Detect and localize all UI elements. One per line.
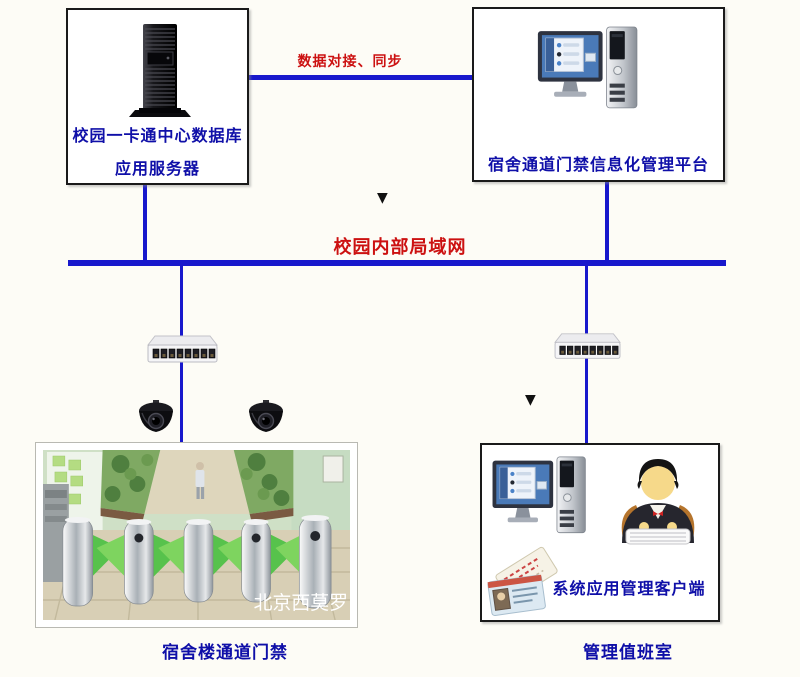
- server-box-label-line1: 校园一卡通中心数据库: [72, 126, 243, 145]
- network-switch-icon: [144, 333, 222, 367]
- server-box-label-line2: 应用服务器: [114, 159, 200, 178]
- desktop-computer-icon: [536, 25, 656, 121]
- photo-watermark: 北京西莫罗: [254, 592, 348, 614]
- platform-box: 宿舍通道门禁信息化管理平台: [472, 7, 725, 182]
- server-box: 校园一卡通中心数据库 应用服务器: [66, 8, 249, 185]
- dome-camera-icon: [136, 400, 176, 440]
- duty-room-caption: 管理值班室: [583, 643, 673, 663]
- down-arrow-icon: ▼: [525, 392, 536, 408]
- client-box: 系统应用管理客户端: [480, 443, 720, 622]
- server-to-lan-line: [143, 184, 147, 262]
- desktop-computer-icon: [492, 455, 602, 545]
- id-cards-icon: [486, 545, 566, 617]
- gate-caption: 宿舍楼通道门禁: [162, 643, 288, 663]
- platform-box-label: 宿舍通道门禁信息化管理平台: [487, 155, 709, 174]
- gate-photo: 北京西莫罗: [35, 442, 358, 628]
- lan-label: 校园内部局域网: [333, 237, 467, 258]
- lan-backbone-line: [68, 260, 726, 266]
- client-box-label: 系统应用管理客户端: [552, 579, 706, 598]
- down-arrow-icon: ▼: [377, 190, 388, 206]
- server-tower-icon: [123, 22, 197, 120]
- network-switch-icon: [551, 331, 625, 363]
- dome-camera-icon: [246, 400, 286, 440]
- sync-connection-line: [249, 75, 472, 80]
- sync-link-label: 数据对接、同步: [297, 54, 403, 70]
- operator-icon: [610, 453, 706, 549]
- platform-to-lan-line: [605, 182, 609, 262]
